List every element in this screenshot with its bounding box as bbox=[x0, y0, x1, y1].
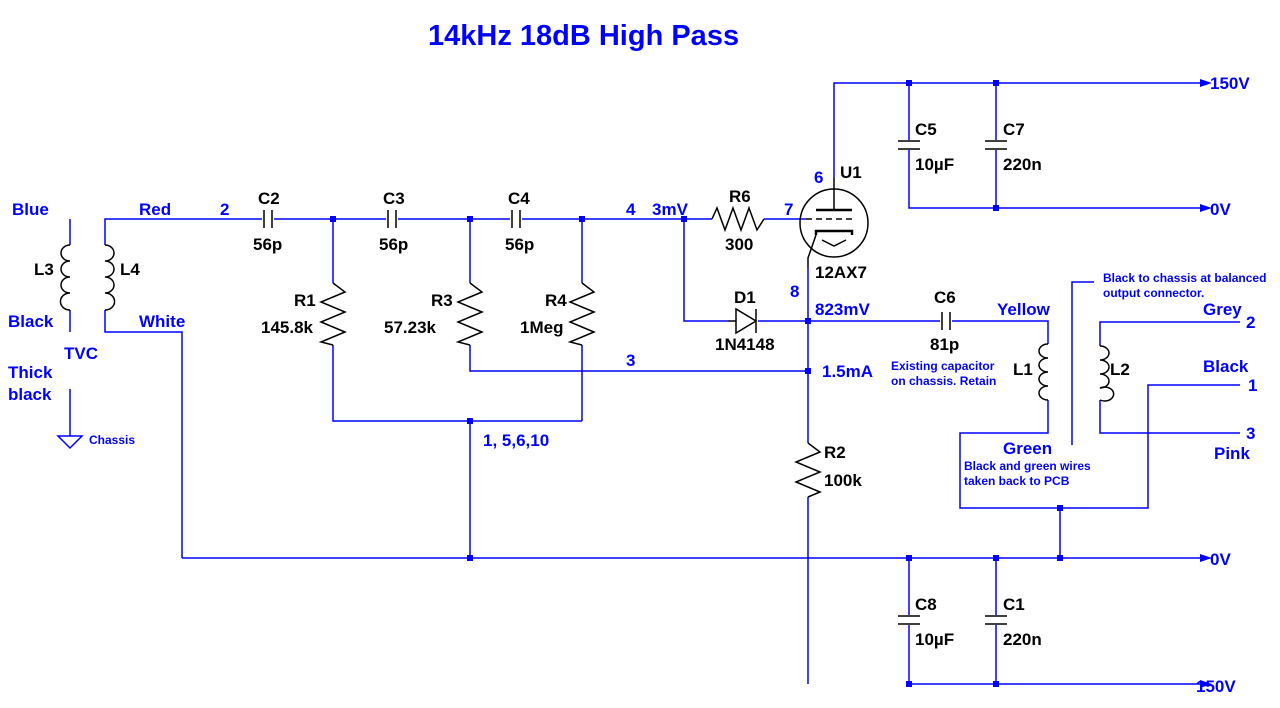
l3-ref: L3 bbox=[34, 260, 54, 279]
c4-value: 56p bbox=[505, 235, 534, 254]
r2-ref: R2 bbox=[824, 443, 846, 462]
c1-value: 220n bbox=[1003, 630, 1042, 649]
diagram-title: 14kHz 18dB High Pass bbox=[428, 20, 739, 52]
c8-value: 10µF bbox=[915, 630, 954, 649]
u1-value: 12AX7 bbox=[815, 263, 867, 282]
supply-0v-top-label: 0V bbox=[1210, 200, 1231, 219]
pin-6-label: 6 bbox=[814, 168, 823, 187]
node-1-5-6-10-label: 1, 5,6,10 bbox=[483, 431, 549, 450]
d1-ref: D1 bbox=[734, 288, 756, 307]
c2-ref: C2 bbox=[258, 189, 280, 208]
output-pin-3-label: 3 bbox=[1246, 424, 1255, 443]
net-label-white: White bbox=[139, 312, 185, 331]
cap-c4-symbol bbox=[511, 210, 521, 228]
l1-ref: L1 bbox=[1013, 360, 1033, 379]
cap-c5-symbol bbox=[898, 140, 920, 150]
r6-value: 300 bbox=[725, 235, 753, 254]
wire-yellow-label: Yellow bbox=[997, 300, 1051, 319]
cap-c1-symbol bbox=[985, 615, 1007, 625]
c7-ref: C7 bbox=[1003, 120, 1025, 139]
supply-0v-mid-label: 0V bbox=[1210, 550, 1231, 569]
tube-u1-symbol bbox=[799, 178, 869, 268]
wire-green-label: Green bbox=[1003, 439, 1052, 458]
c6-ref: C6 bbox=[934, 288, 956, 307]
voltage-823mv-label: 823mV bbox=[815, 300, 870, 319]
note-black-green-2: taken back to PCB bbox=[964, 474, 1070, 488]
c8-ref: C8 bbox=[915, 595, 937, 614]
resistor-r6-symbol bbox=[711, 205, 765, 233]
r6-ref: R6 bbox=[729, 187, 751, 206]
diode-d1-symbol bbox=[728, 307, 758, 335]
note-chassis-2: output connector. bbox=[1103, 286, 1204, 300]
node-3-label: 3 bbox=[626, 351, 635, 370]
c7-value: 220n bbox=[1003, 155, 1042, 174]
wire-grey-label: Grey bbox=[1203, 300, 1242, 319]
note-black-green-1: Black and green wires bbox=[964, 459, 1091, 473]
inductor-l4-symbol bbox=[104, 244, 116, 311]
junction-dots bbox=[330, 80, 1063, 687]
cap-c3-symbol bbox=[387, 210, 397, 228]
inductor-l2-symbol bbox=[1099, 345, 1115, 402]
chassis-label: Chassis bbox=[89, 433, 135, 447]
c5-value: 10µF bbox=[915, 155, 954, 174]
cap-c6-symbol bbox=[941, 312, 951, 330]
r3-ref: R3 bbox=[431, 291, 453, 310]
c4-ref: C4 bbox=[508, 189, 530, 208]
supply-pos-150v-label: 150V bbox=[1210, 74, 1250, 93]
c3-ref: C3 bbox=[383, 189, 405, 208]
r1-value: 145.8k bbox=[261, 318, 314, 337]
resistor-r3-symbol bbox=[455, 282, 484, 346]
u1-ref: U1 bbox=[840, 163, 862, 182]
note-chassis-1: Black to chassis at balanced bbox=[1103, 271, 1266, 285]
r1-ref: R1 bbox=[294, 291, 316, 310]
c6-value: 81p bbox=[930, 335, 959, 354]
l2-ref: L2 bbox=[1110, 360, 1130, 379]
resistor-r4-symbol bbox=[567, 282, 596, 346]
r3-value: 57.23k bbox=[384, 318, 437, 337]
node-2-label: 2 bbox=[220, 200, 229, 219]
l4-ref: L4 bbox=[120, 260, 140, 279]
c5-ref: C5 bbox=[915, 120, 937, 139]
wires bbox=[69, 82, 1240, 685]
supply-neg-150v-label: 150V bbox=[1196, 677, 1236, 696]
c1-ref: C1 bbox=[1003, 595, 1025, 614]
node-4-label: 4 bbox=[626, 200, 636, 219]
note-existing-cap-2: on chassis. Retain bbox=[891, 374, 996, 388]
net-label-tvc: TVC bbox=[64, 344, 98, 363]
pin-8-label: 8 bbox=[790, 282, 799, 301]
cap-c7-symbol bbox=[985, 140, 1007, 150]
resistor-r1-symbol bbox=[318, 282, 347, 346]
inductor-l1-symbol bbox=[1038, 343, 1049, 401]
current-15ma-label: 1.5mA bbox=[822, 362, 873, 381]
net-label-blue: Blue bbox=[12, 200, 49, 219]
net-label-black-in: Black bbox=[8, 312, 54, 331]
r4-value: 1Meg bbox=[520, 318, 563, 337]
output-pin-2-label: 2 bbox=[1246, 313, 1255, 332]
wire-pink-label: Pink bbox=[1214, 444, 1250, 463]
net-label-thick: Thick bbox=[8, 363, 53, 382]
r2-value: 100k bbox=[824, 471, 862, 490]
note-existing-cap-1: Existing capacitor bbox=[891, 359, 995, 373]
wire-black-out-label: Black bbox=[1203, 357, 1249, 376]
net-label-red: Red bbox=[139, 200, 171, 219]
pin-7-label: 7 bbox=[784, 200, 793, 219]
d1-value: 1N4148 bbox=[715, 335, 775, 354]
c2-value: 56p bbox=[253, 235, 282, 254]
voltage-3mv-label: 3mV bbox=[652, 200, 689, 219]
cap-c8-symbol bbox=[898, 615, 920, 625]
r4-ref: R4 bbox=[545, 291, 567, 310]
supply-arrows bbox=[1200, 79, 1212, 688]
net-label-thick-black: black bbox=[8, 385, 52, 404]
output-pin-1-label: 1 bbox=[1248, 376, 1257, 395]
inductor-l3-symbol bbox=[59, 244, 71, 311]
c3-value: 56p bbox=[379, 235, 408, 254]
cap-c2-symbol bbox=[263, 210, 273, 228]
resistor-r2-symbol bbox=[794, 442, 822, 498]
chassis-ground-icon bbox=[56, 435, 84, 450]
